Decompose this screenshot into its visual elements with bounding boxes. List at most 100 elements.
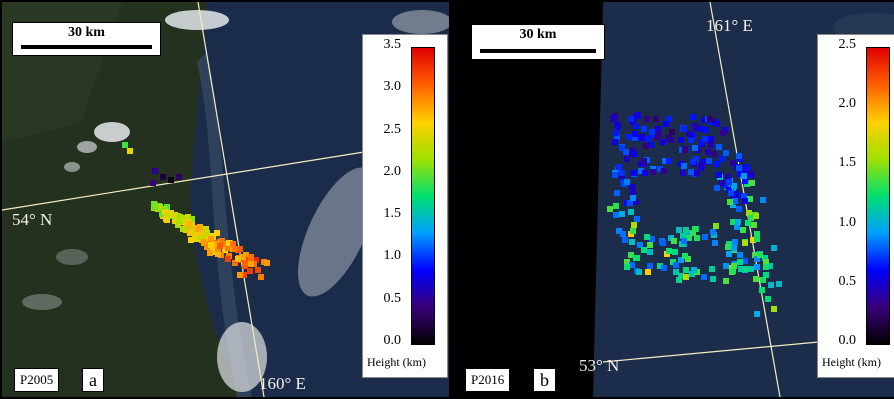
plume-pixel [708,142,714,148]
plume-pixel [168,177,174,183]
plume-pixel [639,134,645,140]
plume-pixel [255,267,261,273]
plume-pixel [630,189,636,195]
plume-pixel [725,244,731,250]
plume-pixel [219,238,225,244]
plume-pixel [723,278,729,284]
plume-pixel [248,261,254,267]
plume-pixel [655,126,661,132]
plume-pixel [754,236,760,242]
plume-pixel [614,121,620,127]
plume-pixel [744,165,750,171]
scale-bar-b: 30 km [471,24,605,60]
plume-pixel [763,272,769,278]
plume-pixel [150,180,156,186]
plume-pixel [712,240,718,246]
plume-pixel [683,227,689,233]
plume-pixel [660,240,666,246]
plume-pixel [682,253,688,259]
colorbar-b [866,47,890,345]
scale-line-a [21,45,152,49]
plume-pixel [176,174,182,180]
plume-pixel [217,243,223,249]
plume-pixel [623,149,629,155]
longitude-label-a: 160° E [259,374,306,393]
plume-pixel [613,212,619,218]
plume-pixel [719,156,725,162]
plume-pixel [242,260,248,266]
plume-pixel [683,274,689,280]
plume-pixel [616,164,622,170]
plume-pixel [692,145,698,151]
plume-pixel [748,215,754,221]
plume-pixel [776,281,782,287]
plume-pixel [701,117,707,123]
plume-pixel [232,246,238,252]
plume-pixel [732,239,738,245]
plume-pixel [661,168,667,174]
plume-pixel [647,242,653,248]
plume-pixel [198,231,204,237]
plume-pixel [634,112,640,118]
plume-pixel [754,311,760,317]
plume-pixel [745,220,751,226]
plume-pixel [631,151,637,157]
plume-pixel [237,272,243,278]
plume-pixel [650,169,656,175]
plume-pixel [610,116,616,122]
plume-pixel [742,178,748,184]
plume-pixel [203,226,209,232]
plume-pixel [692,226,698,232]
colorbar-tick: 3.0 [383,79,402,94]
product-id-b: P2016 [465,368,511,392]
plume-pixel [738,266,744,272]
plume-pixel [181,215,187,221]
plume-pixel [730,219,736,225]
plume-pixel [641,158,647,164]
plume-pixel [628,116,634,122]
plume-pixel [660,139,666,145]
plume-pixel [613,130,619,136]
plume-pixel [690,159,696,165]
plume-pixel [699,126,705,132]
plume-pixel [753,213,759,219]
plume-pixel [678,273,684,279]
plume-pixel [753,276,759,282]
plume-pixel [668,137,674,143]
plume-pixel [742,240,748,246]
plume-pixel [686,131,692,137]
plume-pixel [641,247,647,253]
plume-pixel [768,282,774,288]
plume-pixel [763,259,769,265]
colorbar-tick: 2.5 [383,122,402,137]
plume-pixel [681,238,687,244]
plume-pixel [620,231,626,237]
plume-pixel [748,172,754,178]
plume-pixel [153,204,159,210]
plume-pixel [247,268,253,274]
plume-pixel [706,158,712,164]
plume-pixel [716,144,722,150]
plume-pixel [710,229,716,235]
colorbar-caption-b: Height (km) [822,355,881,369]
plume-pixel [666,158,672,164]
plume-pixel [725,174,731,180]
plume-pixel [649,236,655,242]
plume-pixel [701,274,707,280]
plume-pixel [714,161,720,167]
plume-pixel [631,170,637,176]
plume-pixel [727,199,733,205]
plume-pixel [767,263,773,269]
plume-pixel [626,134,632,140]
plume-pixel [737,171,743,177]
plume-pixel [666,116,672,122]
plume-pixels-b [607,112,782,317]
plume-pixel [607,206,613,212]
plume-pixel [707,116,713,122]
plume-pixel [630,228,636,234]
plume-pixel [188,237,194,243]
plume-pixel [619,211,625,217]
plume-pixel [187,230,193,236]
plume-pixel [723,263,729,269]
plume-pixel [197,224,203,230]
